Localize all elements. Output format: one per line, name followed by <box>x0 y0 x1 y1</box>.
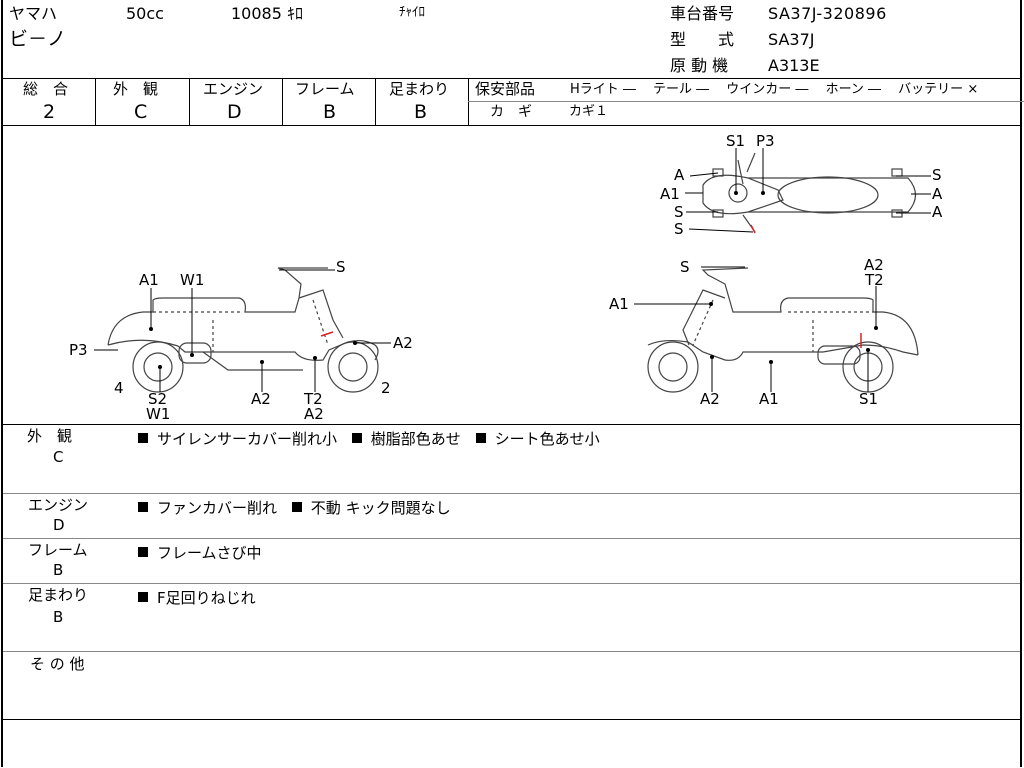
remark-suspension-grade: B <box>53 608 64 626</box>
grade-overall-value: 2 <box>43 101 56 123</box>
bullet-icon <box>138 591 148 602</box>
model-type: SA37J <box>768 30 815 49</box>
grade-exterior-label: 外 観 <box>113 80 159 98</box>
remark-frame-category: フレーム <box>28 541 88 559</box>
remark-frame-grade: B <box>53 561 64 579</box>
grade-overall-label: 総 合 <box>23 80 69 98</box>
label-left-w1: W1 <box>180 271 204 289</box>
remark-exterior-items: サイレンサーカバー削れ小 樹脂部色あせ シート色あせ小 <box>138 428 610 449</box>
label-left-w1-bottom: W1 <box>146 405 170 423</box>
frame-number-label: 車台番号 <box>670 4 735 23</box>
label-top-s-bottom: S <box>674 220 684 238</box>
damage-diagram: A1 W1 S P3 A2 4 S2 W1 A2 T2 A2 2 S A1 A2… <box>69 132 943 423</box>
remark-item: 不動 キック問題なし <box>310 499 451 517</box>
label-right-t2: T2 <box>864 271 884 289</box>
label-left-a2-floor: A2 <box>251 390 271 408</box>
label-left-a2-bottom: A2 <box>304 405 324 423</box>
grade-engine-value: D <box>227 101 242 123</box>
key-value: カギ１ <box>569 104 609 119</box>
label-right-s: S <box>680 258 690 276</box>
remark-engine-grade: D <box>53 516 65 534</box>
engine-code: A313E <box>768 56 820 75</box>
remark-item: 樹脂部色あせ <box>370 430 461 448</box>
grade-engine-label: エンジン <box>203 80 264 98</box>
remark-item: フレームさび中 <box>157 544 262 562</box>
remark-suspension-items: F足回りねじれ <box>138 587 266 608</box>
remark-item: ファンカバー削れ <box>157 499 278 517</box>
label-top-a-right: A <box>932 185 943 203</box>
remark-item: サイレンサーカバー削れ小 <box>157 430 338 448</box>
displacement: 50cc <box>126 4 164 23</box>
label-left-a1: A1 <box>139 271 159 289</box>
label-top-a1: A1 <box>660 185 680 203</box>
label-right-s1: S1 <box>859 390 878 408</box>
label-left-a2-rear: A2 <box>393 334 413 352</box>
remark-other-category: そ の 他 <box>30 655 85 673</box>
remark-exterior-grade: C <box>53 448 64 466</box>
label-left-4: 4 <box>114 379 124 397</box>
label-top-a-left: A <box>674 166 685 184</box>
bullet-icon <box>138 546 148 557</box>
remark-frame-items: フレームさび中 <box>138 542 272 563</box>
label-right-a2-top: A2 <box>864 256 884 274</box>
remark-item: F足回りねじれ <box>157 589 256 607</box>
bullet-icon <box>351 432 362 443</box>
label-left-p3: P3 <box>69 341 88 359</box>
label-top-s-right: S <box>932 166 942 184</box>
model-name: ビ－ノ <box>9 28 67 50</box>
maker: ヤマハ <box>9 4 58 23</box>
label-left-s: S <box>336 258 346 276</box>
label-left-s2: S2 <box>148 390 167 408</box>
label-left-2: 2 <box>381 379 391 397</box>
safety-parts-label: 保安部品 <box>475 80 536 98</box>
label-right-a1: A1 <box>609 295 629 313</box>
safety-parts-items: Hライト ― テール ― ウインカー ― ホーン ― バッテリー × <box>570 82 979 97</box>
bullet-icon <box>291 501 302 512</box>
label-top-p3: P3 <box>756 132 775 150</box>
model-type-label: 型 式 <box>670 30 735 49</box>
grade-frame-label: フレーム <box>295 80 355 98</box>
mileage: 10085 ｷﾛ <box>231 4 303 23</box>
key-label: カ ギ <box>490 104 532 120</box>
frame-number: SA37J-320896 <box>768 4 887 23</box>
label-left-t2: T2 <box>303 390 323 408</box>
label-top-s1: S1 <box>726 132 745 150</box>
bullet-icon <box>475 432 486 443</box>
remark-suspension-category: 足まわり <box>28 586 89 604</box>
engine-label: 原 動 機 <box>670 56 729 75</box>
grade-suspension-value: B <box>414 101 428 123</box>
scooter-left-view <box>107 267 379 393</box>
bullet-icon <box>138 432 148 443</box>
remark-item: シート色あせ小 <box>494 430 600 448</box>
remark-exterior-category: 外 観 <box>27 427 73 445</box>
grade-suspension-label: 足まわり <box>389 80 450 98</box>
divider <box>3 78 1020 79</box>
remark-engine-items: ファンカバー削れ 不動 キック問題なし <box>138 497 461 518</box>
remark-engine-category: エンジン <box>28 496 89 514</box>
kick-start-note: ﾁｬｲﾛ <box>399 5 425 20</box>
grade-exterior-value: C <box>134 101 148 123</box>
label-top-a-right-lower: A <box>932 203 943 221</box>
label-top-s-left: S <box>674 203 684 221</box>
label-right-a2: A2 <box>700 390 720 408</box>
bullet-icon <box>138 501 148 512</box>
grade-frame-value: B <box>323 101 337 123</box>
label-right-a1-bottom: A1 <box>759 390 779 408</box>
